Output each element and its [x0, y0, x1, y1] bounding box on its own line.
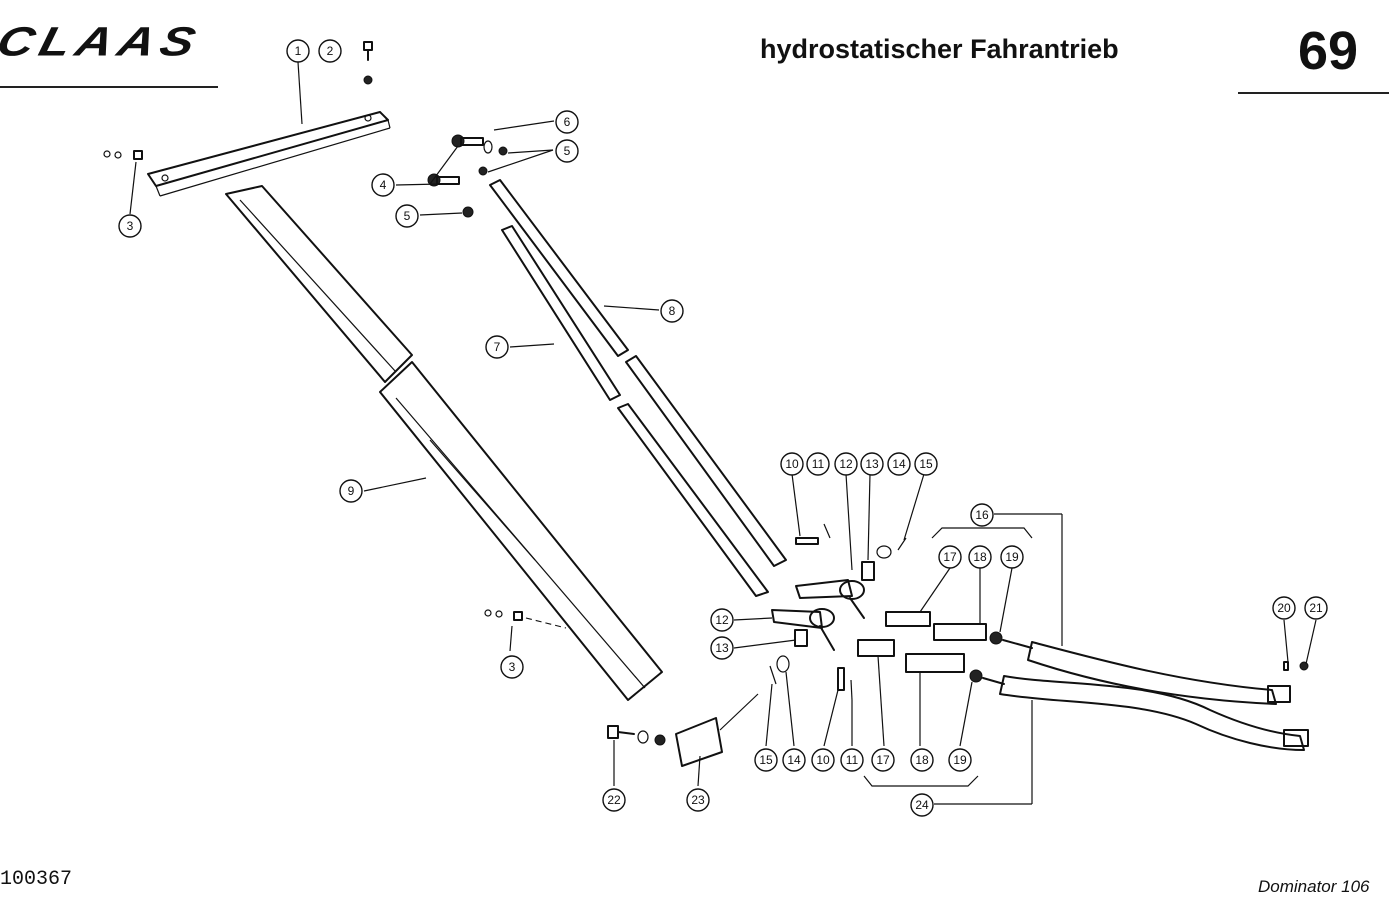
callout-18a: 18: [968, 545, 992, 569]
model-name: Dominator 106: [1258, 877, 1370, 896]
svg-text:6: 6: [564, 115, 571, 129]
callout-5b: 5: [395, 204, 419, 228]
callout-11a: 11: [806, 452, 830, 476]
svg-text:8: 8: [669, 304, 676, 318]
svg-text:23: 23: [691, 793, 705, 807]
svg-text:18: 18: [973, 550, 987, 564]
callout-8: 8: [660, 299, 684, 323]
mounting-rail-part: [147, 111, 391, 197]
callout-3a: 3: [118, 214, 142, 238]
svg-text:5: 5: [564, 144, 571, 158]
callout-14b: 14: [782, 748, 806, 772]
callout-10a: 10: [780, 452, 804, 476]
callout-6: 6: [555, 110, 579, 134]
svg-text:3: 3: [127, 219, 134, 233]
svg-text:15: 15: [919, 457, 933, 471]
linkage-levers: [771, 545, 892, 673]
svg-text:11: 11: [846, 753, 859, 767]
callout-10b: 10: [811, 748, 835, 772]
svg-text:17: 17: [876, 753, 890, 767]
callout-24: 24: [910, 793, 934, 817]
callout-13b: 13: [710, 636, 734, 660]
svg-text:2: 2: [327, 44, 334, 58]
callout-21: 21: [1304, 596, 1328, 620]
rod-pair-part: [489, 179, 787, 597]
drawing-number: 100367: [0, 868, 73, 891]
callout-22: 22: [602, 788, 626, 812]
callout-2: 2: [318, 39, 342, 63]
svg-text:10: 10: [816, 753, 830, 767]
svg-text:13: 13: [865, 457, 879, 471]
svg-text:19: 19: [953, 753, 967, 767]
callout-17a: 17: [938, 545, 962, 569]
callout-19b: 19: [948, 748, 972, 772]
svg-text:12: 12: [715, 613, 729, 627]
callout-17b: 17: [871, 748, 895, 772]
callout-7: 7: [485, 335, 509, 359]
svg-text:18: 18: [915, 753, 929, 767]
callout-12a: 12: [834, 452, 858, 476]
callout-20: 20: [1272, 596, 1296, 620]
callout-14a: 14: [887, 452, 911, 476]
svg-text:16: 16: [975, 508, 989, 522]
svg-text:22: 22: [607, 793, 621, 807]
callout-3b: 3: [500, 655, 524, 679]
svg-text:1: 1: [295, 44, 302, 58]
callout-markers: 1 2 3 3 4 5 5 6 7 8 9 10 11 12 13 14 15 …: [118, 39, 1328, 817]
callout-12b: 12: [710, 608, 734, 632]
callout-13a: 13: [860, 452, 884, 476]
svg-text:13: 13: [715, 641, 729, 655]
svg-text:10: 10: [785, 457, 799, 471]
svg-text:9: 9: [348, 484, 355, 498]
callout-1: 1: [286, 39, 310, 63]
svg-text:14: 14: [787, 753, 801, 767]
callout-9: 9: [339, 479, 363, 503]
svg-text:19: 19: [1005, 550, 1019, 564]
page-number: 69: [1298, 21, 1359, 81]
callout-5a: 5: [555, 139, 579, 163]
svg-text:24: 24: [915, 798, 929, 812]
svg-text:5: 5: [404, 209, 411, 223]
callout-leaders: [129, 61, 1317, 805]
screw-parts: [103, 41, 567, 629]
callout-19a: 19: [1000, 545, 1024, 569]
callout-18b: 18: [910, 748, 934, 772]
svg-text:3: 3: [509, 660, 516, 674]
svg-text:21: 21: [1309, 601, 1323, 615]
cover-channel-part: [225, 185, 663, 701]
header-rule-right: [1238, 92, 1389, 94]
callout-23: 23: [686, 788, 710, 812]
bolt-and-plate-parts: [607, 693, 759, 767]
callout-11b: 11: [840, 748, 864, 772]
header-rule-left: [0, 86, 218, 88]
callout-15b: 15: [754, 748, 778, 772]
page-title: hydrostatischer Fahrantrieb: [760, 34, 1119, 64]
svg-text:14: 14: [892, 457, 906, 471]
callout-15a: 15: [914, 452, 938, 476]
svg-text:11: 11: [812, 457, 825, 471]
svg-text:4: 4: [380, 178, 387, 192]
callout-16: 16: [970, 503, 994, 527]
ball-joint-parts: [427, 134, 508, 218]
svg-text:20: 20: [1277, 601, 1291, 615]
callout-4: 4: [371, 173, 395, 197]
pins-parts: [769, 523, 907, 701]
svg-text:7: 7: [494, 340, 501, 354]
control-rod-assemblies: [857, 513, 1309, 804]
svg-text:15: 15: [759, 753, 773, 767]
svg-text:12: 12: [839, 457, 853, 471]
svg-text:17: 17: [943, 550, 957, 564]
